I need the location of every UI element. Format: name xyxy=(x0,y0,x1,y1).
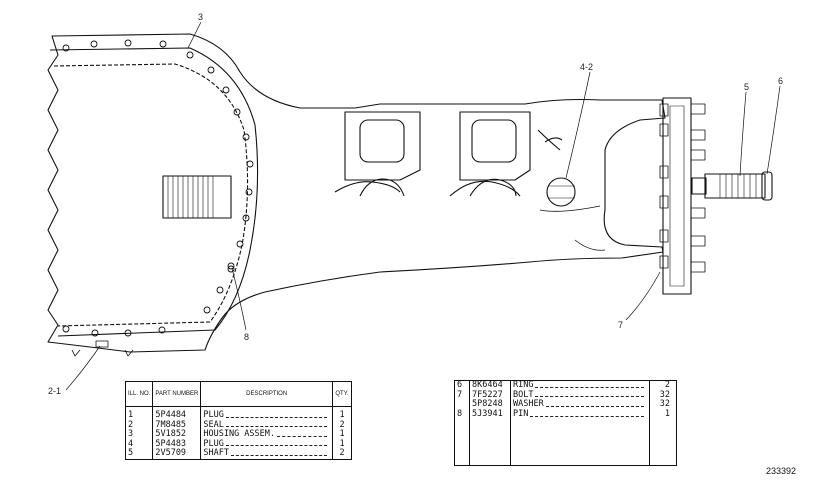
leader-lines xyxy=(65,21,781,391)
part-number: 2V5709 xyxy=(152,449,202,459)
description: WASHER xyxy=(513,399,544,410)
qty: 1 xyxy=(339,438,345,449)
callout-4-2: 4-2 xyxy=(580,62,593,72)
bell-flange xyxy=(49,47,259,337)
callout-7: 7 xyxy=(618,320,623,330)
description: SHAFT xyxy=(203,448,229,458)
ill-no: 3 xyxy=(125,430,154,440)
part-number: 5V1852 xyxy=(152,430,202,440)
qty: 2 xyxy=(664,380,670,390)
part-number: 7M8485 xyxy=(152,420,202,430)
ill-no xyxy=(454,400,470,411)
table-row: 1 5P4484 PLUG 1 xyxy=(125,410,352,421)
part-number: 5P8248 xyxy=(469,400,511,411)
description: SEAL xyxy=(203,419,224,430)
table-row: 8 5J3941 PIN 1 xyxy=(454,409,677,420)
header-ill-no: ILL. NO. xyxy=(125,381,154,407)
ill-no: 6 xyxy=(454,380,470,391)
table-header-row: ILL. NO. PART NUMBER DESCRIPTION QTY. xyxy=(125,381,352,407)
header-part-number: PART NUMBER xyxy=(152,381,202,407)
qty: 32 xyxy=(659,399,670,410)
part-number: 7F5227 xyxy=(469,391,511,401)
header-qty: QTY. xyxy=(332,381,352,407)
qty: 1 xyxy=(339,429,345,439)
housing-outline xyxy=(47,33,666,353)
bell-inner-rim xyxy=(53,63,249,327)
table-row: 2 7M8485 SEAL 2 xyxy=(125,419,352,430)
qty: 32 xyxy=(659,389,670,400)
description: PLUG xyxy=(203,410,224,420)
table-row: 7 7F5227 BOLT 32 xyxy=(454,389,677,401)
end-flange xyxy=(659,97,706,295)
inner-splined-shaft xyxy=(162,175,232,219)
callout-8: 8 xyxy=(244,332,249,342)
ill-no: 4 xyxy=(125,439,154,449)
parts-list-table-left: ILL. NO. PART NUMBER DESCRIPTION QTY. 1 … xyxy=(125,381,352,460)
table-row: 3 5V1852 HOUSING ASSEM. 1 xyxy=(125,429,352,440)
part-number: 5P4483 xyxy=(152,439,202,449)
description: RING xyxy=(513,380,534,390)
table-row: 6 8K6464 RING 2 xyxy=(454,380,677,391)
part-number: 5J3941 xyxy=(469,410,511,420)
plug-opening xyxy=(546,177,576,207)
body-window-2 xyxy=(449,111,563,197)
ill-no: 5 xyxy=(125,449,154,459)
table-row: 5P8248 WASHER 32 xyxy=(454,399,677,411)
drawing-number: 233392 xyxy=(766,466,797,476)
ill-no: 2 xyxy=(125,420,154,430)
description: PIN xyxy=(513,409,529,420)
output-splined-shaft xyxy=(691,171,773,201)
callout-3: 3 xyxy=(198,12,203,22)
callout-2-1: 2-1 xyxy=(48,386,61,396)
ill-no: 1 xyxy=(125,411,154,421)
flange-bolt-holes xyxy=(62,39,254,337)
table-row: 4 5P4483 PLUG 1 xyxy=(125,438,352,449)
description: PLUG xyxy=(203,438,224,449)
qty: 2 xyxy=(339,448,345,458)
parts-list-table-right: 6 8K6464 RING 2 7 7F5227 BOLT 32 5P8248 … xyxy=(454,380,677,466)
body-window-1 xyxy=(334,111,421,197)
header-description: DESCRIPTION xyxy=(200,381,333,407)
callout-5: 5 xyxy=(744,82,749,92)
description: HOUSING ASSEM. xyxy=(203,429,276,439)
ill-no: 8 xyxy=(454,410,470,420)
qty: 1 xyxy=(339,410,345,420)
dowel-pin xyxy=(227,262,235,270)
drain-plug-detail xyxy=(71,340,134,357)
table-row: 5 2V5709 SHAFT 2 xyxy=(125,448,352,459)
qty: 1 xyxy=(664,409,670,420)
callout-6: 6 xyxy=(778,76,783,86)
description: BOLT xyxy=(513,389,534,400)
ill-no: 7 xyxy=(454,391,470,401)
part-number: 8K6464 xyxy=(469,380,511,391)
qty: 2 xyxy=(339,419,345,430)
part-number: 5P4484 xyxy=(152,411,202,421)
